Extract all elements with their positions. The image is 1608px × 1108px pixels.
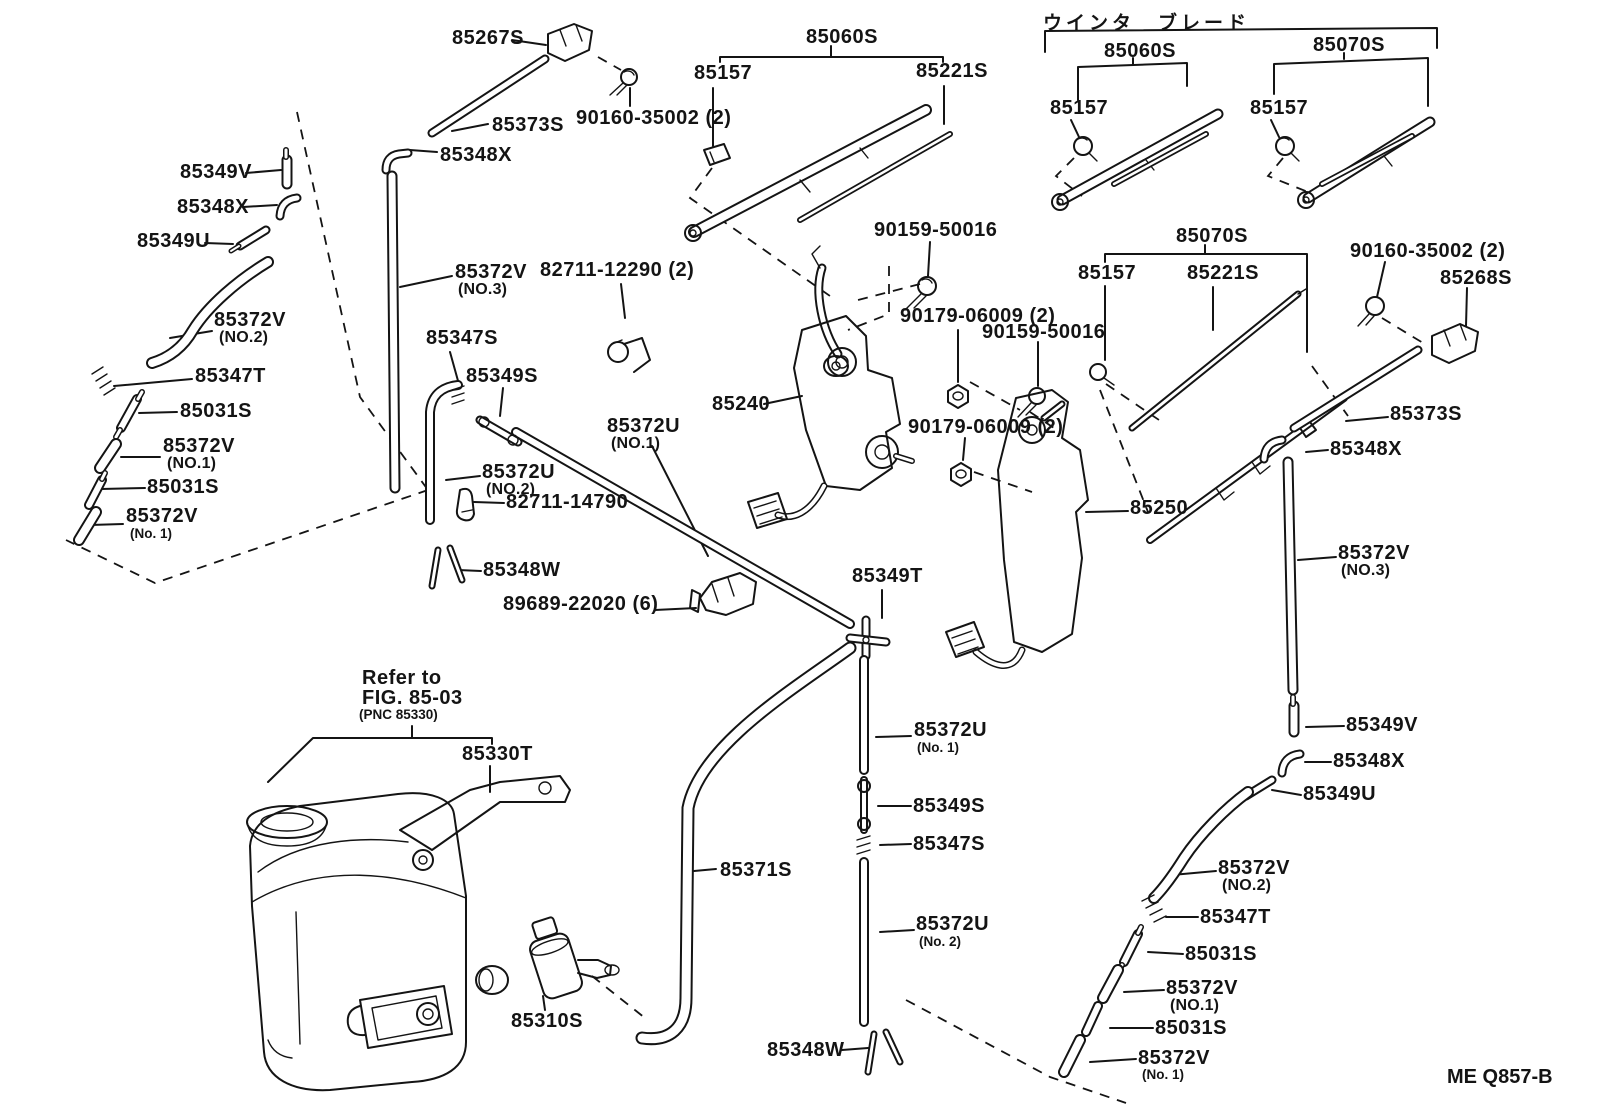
part-label: 90179-06009 (2) [900, 305, 1056, 327]
part-label: 85372V [1218, 857, 1290, 879]
part-label: 85157 [694, 62, 753, 84]
part-label: 90179-06009 (2) [908, 416, 1064, 438]
part-label: (NO.2) [219, 329, 269, 346]
washer-motor-85250-drawing [945, 389, 1089, 669]
part-label: (NO.2) [486, 481, 536, 498]
part-label: Refer to [362, 667, 442, 689]
part-label: 85347S [426, 327, 498, 349]
part-label: 85372V [1338, 542, 1410, 564]
part-label: 85070S [1313, 34, 1385, 56]
part-label: 85060S [806, 26, 878, 48]
part-label: (No. 1) [917, 740, 959, 755]
part-label: 85349U [1303, 783, 1377, 805]
part-label: 85310S [511, 1010, 583, 1032]
part-label: 85031S [147, 476, 219, 498]
washer-pump-drawing [475, 916, 620, 1000]
part-label: 85250 [1130, 497, 1189, 519]
part-label: 82711-12290 (2) [540, 259, 695, 281]
part-label: 85267S [452, 27, 524, 49]
drawing-code: ME Q857-B [1447, 1066, 1553, 1088]
part-label: (NO.2) [1222, 877, 1272, 894]
screw-nut-drawings [904, 136, 1385, 487]
part-label: (NO.1) [167, 455, 217, 472]
part-label: 85372U [914, 719, 988, 741]
front-tube-drawings [381, 54, 550, 494]
left-hose-parts-drawing [73, 147, 302, 546]
part-label: (NO.3) [458, 281, 508, 298]
winter-blade-drawings [1051, 108, 1436, 211]
part-label: 85348W [767, 1039, 845, 1061]
part-label: (No. 1) [1142, 1067, 1184, 1082]
part-label: 85348X [177, 196, 249, 218]
part-label: 85372U [482, 461, 556, 483]
washer-motor-85240-drawing [747, 315, 915, 529]
part-label: 85348X [1330, 438, 1402, 460]
part-label: 85372V [163, 435, 235, 457]
part-label: 85371S [720, 859, 792, 881]
part-label: 85221S [916, 60, 988, 82]
part-label: 85372U [916, 913, 990, 935]
part-label: 90160-35002 (2) [576, 107, 732, 129]
part-label: 85330T [462, 743, 533, 765]
part-label: 90160-35002 (2) [1350, 240, 1506, 262]
part-label: (No. 2) [919, 934, 961, 949]
part-label: 85372V [1166, 977, 1238, 999]
part-label: (PNC 85330) [359, 707, 438, 722]
part-label: 85349T [852, 565, 923, 587]
part-label: 85349U [137, 230, 211, 252]
part-label: 85070S [1176, 225, 1248, 247]
part-label: 85268S [1440, 267, 1512, 289]
part-label: 85157 [1078, 262, 1137, 284]
part-label: 90159-50016 [874, 219, 998, 241]
part-label: 85157 [1250, 97, 1309, 119]
part-label: 90159-50016 [982, 321, 1106, 343]
part-label: 85349V [180, 161, 252, 183]
part-label: 85031S [1185, 943, 1257, 965]
part-label: 85373S [1390, 403, 1462, 425]
part-label: 85347S [913, 833, 985, 855]
page-title: ウインタ ブレード [1043, 13, 1251, 34]
part-label: 85060S [1104, 40, 1176, 62]
part-label: 85221S [1187, 262, 1259, 284]
front-nozzle-drawing [547, 23, 638, 96]
part-label: 85349S [913, 795, 985, 817]
part-label: 85372V [126, 505, 198, 527]
part-label: 85348W [483, 559, 561, 581]
part-label: 85373S [492, 114, 564, 136]
part-label: (NO.1) [611, 435, 661, 452]
clamp-drawings [455, 337, 757, 616]
part-label: 82711-14790 [506, 491, 629, 513]
part-label: 85372V [214, 309, 286, 331]
part-label: 85031S [1155, 1017, 1227, 1039]
part-label: 89689-22020 (6) [503, 593, 659, 615]
part-label: 85347T [1200, 906, 1271, 928]
right-hose-parts-drawing [1058, 345, 1423, 1078]
washer-tank-drawing [246, 775, 571, 1092]
center-wiper-blade-drawing [684, 104, 953, 377]
part-label: 85349V [1346, 714, 1418, 736]
part-label: 85240 [712, 393, 771, 415]
part-label: 85348X [440, 144, 512, 166]
part-label: 85347T [195, 365, 266, 387]
part-label: (NO.1) [1170, 997, 1220, 1014]
part-label: 85349S [466, 365, 538, 387]
part-label: 85372V [1138, 1047, 1210, 1069]
part-label: (No. 1) [130, 526, 172, 541]
center-tube-drawings [425, 380, 904, 1076]
part-label: 85031S [180, 400, 252, 422]
part-label: 85372V [455, 261, 527, 283]
part-label: 85157 [1050, 97, 1109, 119]
part-label: 85372U [607, 415, 681, 437]
dashed-lines [65, 56, 1429, 1104]
rear-nozzle-drawing [1431, 323, 1479, 364]
bracket-lines [267, 27, 1438, 783]
part-label: 85348X [1333, 750, 1405, 772]
leader-lines [89, 39, 1468, 1063]
part-label: FIG. 85-03 [362, 687, 463, 709]
part-label: (NO.3) [1341, 562, 1391, 579]
